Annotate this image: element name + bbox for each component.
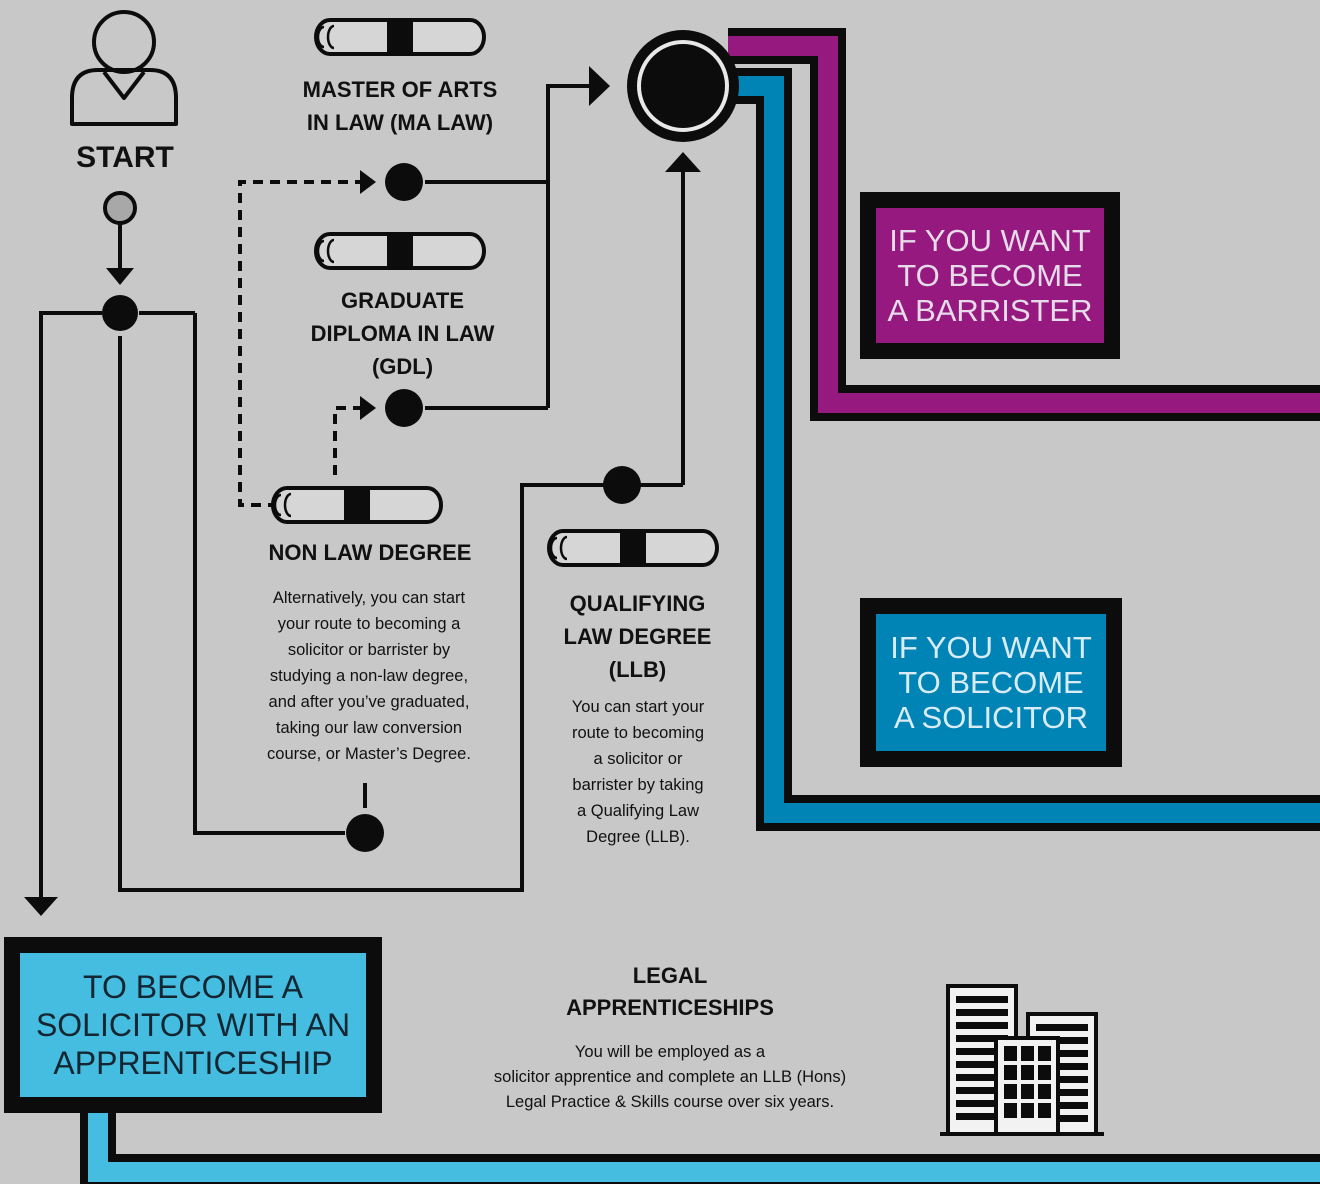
arrow-right-icon <box>589 66 610 106</box>
dashed-conversion-lines <box>238 180 360 507</box>
arrow-up-icon <box>665 152 701 172</box>
ma-law-title-line: MASTER OF ARTS <box>302 77 498 102</box>
apprenticeship-outcome-text: TO BECOME A SOLICITOR WITH AN APPRENTICE… <box>36 968 350 1082</box>
llb-title-line: (LLB) <box>608 657 667 682</box>
diploma-scroll-icon <box>271 484 443 526</box>
solicitor-outcome-text: IF YOU WANT TO BECOME A SOLICITOR <box>890 630 1092 735</box>
desc-line: a solicitor or <box>593 750 683 768</box>
desc-line: taking our law conversion <box>275 719 463 737</box>
desc-line: Alternatively, you can start <box>272 589 466 607</box>
barrister-outcome-text: IF YOU WANT TO BECOME A BARRISTER <box>888 223 1093 328</box>
box-line: TO BECOME A <box>83 969 303 1005</box>
apprenticeships-title-line: APPRENTICESHIPS <box>566 995 774 1020</box>
gdl-title-line: (GDL) <box>371 354 434 379</box>
apprenticeships-description: You will be employed as a solicitor appr… <box>420 1040 920 1115</box>
llb-title-line: LAW DEGREE <box>563 624 712 649</box>
ma-law-title: MASTER OF ARTS IN LAW (MA LAW) <box>260 73 540 139</box>
apprenticeships-title: LEGAL APPRENTICESHIPS <box>520 960 820 1024</box>
gdl-title: GRADUATE DIPLOMA IN LAW (GDL) <box>270 284 535 383</box>
apprenticeship-outcome-box: TO BECOME A SOLICITOR WITH AN APPRENTICE… <box>4 937 382 1113</box>
desc-line: barrister by taking <box>572 776 704 794</box>
desc-line: You will be employed as a <box>574 1043 766 1061</box>
desc-line: Degree (LLB). <box>586 828 690 846</box>
arrow-right-icon <box>360 396 376 420</box>
gdl-title-line: GRADUATE <box>340 288 465 313</box>
diploma-scroll-icon <box>314 16 486 58</box>
box-line: A BARRISTER <box>887 293 1093 328</box>
diploma-scroll-icon <box>314 230 486 272</box>
desc-line: studying a non-law degree, <box>269 667 469 685</box>
barrister-route <box>728 28 1320 421</box>
llb-title-line: QUALIFYING <box>569 591 706 616</box>
start-node <box>103 191 137 225</box>
diploma-scroll-icon <box>547 527 719 569</box>
gdl-node <box>385 389 423 427</box>
box-line: IF YOU WANT <box>889 223 1091 258</box>
desc-line: solicitor apprentice and complete an LLB… <box>493 1068 847 1086</box>
gdl-title-line: DIPLOMA IN LAW <box>310 321 495 346</box>
llb-node <box>603 466 641 504</box>
arrow-right-icon <box>360 170 376 194</box>
ma-law-node <box>385 163 423 201</box>
box-line: IF YOU WANT <box>890 630 1092 665</box>
start-label: START <box>76 141 174 174</box>
desc-line: route to becoming <box>571 724 705 742</box>
office-buildings-icon <box>940 984 1104 1136</box>
ma-law-title-line: IN LAW (MA LAW) <box>306 110 494 135</box>
desc-line: a Qualifying Law <box>577 802 699 820</box>
solicitor-route <box>728 68 1320 831</box>
box-line: SOLICITOR WITH AN <box>35 1007 351 1043</box>
box-line: APPRENTICESHIP <box>53 1045 333 1081</box>
llb-title: QUALIFYING LAW DEGREE (LLB) <box>530 587 745 686</box>
box-line: A SOLICITOR <box>893 700 1089 735</box>
hub-node-icon <box>627 30 739 142</box>
desc-line: and after you’ve graduated, <box>268 693 470 711</box>
branch-node <box>102 295 138 331</box>
desc-line: Legal Practice & Skills course over six … <box>505 1093 835 1111</box>
non-law-node <box>346 814 384 852</box>
non-law-description: Alternatively, you can start your route … <box>230 585 508 767</box>
connector-lines <box>39 84 685 900</box>
apprenticeships-title-line: LEGAL <box>632 963 708 988</box>
solicitor-outcome-box: IF YOU WANT TO BECOME A SOLICITOR <box>860 598 1122 767</box>
llb-description: You can start your route to becoming a s… <box>540 694 736 850</box>
apprenticeship-route <box>80 1112 1320 1184</box>
desc-line: You can start your <box>571 698 705 716</box>
arrow-down-icon <box>24 897 58 916</box>
non-law-title: NON LAW DEGREE <box>268 540 472 565</box>
barrister-outcome-box: IF YOU WANT TO BECOME A BARRISTER <box>860 192 1120 359</box>
desc-line: your route to becoming a <box>277 615 461 633</box>
box-line: TO BECOME <box>898 665 1084 700</box>
desc-line: solicitor or barrister by <box>287 641 451 659</box>
box-line: TO BECOME <box>897 258 1083 293</box>
desc-line: course, or Master’s Degree. <box>267 745 471 763</box>
person-icon <box>70 10 178 126</box>
arrow-down-icon <box>106 268 134 285</box>
